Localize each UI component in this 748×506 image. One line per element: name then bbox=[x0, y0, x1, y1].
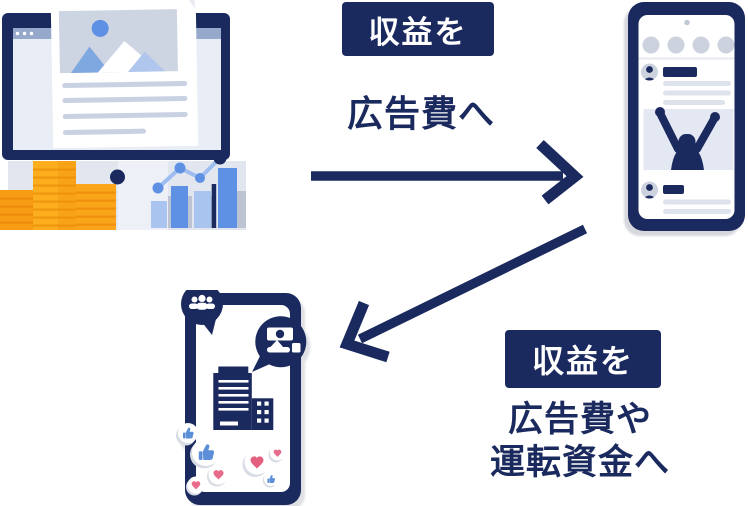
reinvest-caption-line2: 運転資金へ bbox=[489, 442, 670, 482]
post-image bbox=[643, 107, 734, 170]
article-paper bbox=[50, 0, 199, 149]
engagement-icons bbox=[176, 423, 285, 496]
post-text-lines bbox=[663, 199, 731, 214]
thumbs-up-icon bbox=[190, 438, 220, 469]
coin-stack-left bbox=[0, 190, 33, 230]
money-hand-icon bbox=[267, 327, 301, 353]
building-icon bbox=[213, 366, 274, 430]
browser-dots-icon bbox=[15, 31, 34, 36]
reinvest-caption: 広告費や 運転資金へ bbox=[450, 399, 710, 484]
avatar-icon bbox=[641, 181, 658, 199]
mountains-icon bbox=[70, 41, 165, 73]
thumbs-up-icon bbox=[262, 472, 278, 488]
avatar-icon bbox=[641, 63, 658, 81]
thumbs-up-icon bbox=[176, 423, 198, 446]
article-text-lines bbox=[62, 80, 188, 136]
revenue-badge-bottom: 収益を bbox=[505, 330, 661, 388]
camera-dot-icon bbox=[684, 19, 690, 26]
feed-post bbox=[641, 63, 734, 170]
coins-icon bbox=[0, 161, 116, 230]
revenue-badge-top: 収益を bbox=[342, 2, 494, 56]
article-image-icon bbox=[58, 9, 178, 74]
coin-stack-right bbox=[76, 184, 116, 230]
line-chart-icon bbox=[152, 151, 227, 194]
decor-dot bbox=[110, 169, 125, 185]
sun-icon bbox=[91, 19, 109, 37]
business-phone-illustration bbox=[176, 290, 307, 505]
feed-post bbox=[641, 181, 731, 214]
right-arrow bbox=[311, 139, 584, 205]
sns-feed-phone-illustration bbox=[628, 2, 745, 231]
stories-row bbox=[642, 36, 735, 54]
people-icon bbox=[189, 294, 215, 310]
post-text-lines bbox=[663, 81, 731, 105]
money-bubble bbox=[252, 316, 307, 372]
celebrating-person-icon bbox=[655, 107, 720, 170]
heart-icon bbox=[268, 445, 285, 463]
post-username-bar bbox=[663, 185, 684, 194]
monitor-illustration bbox=[0, 0, 246, 230]
feed-divider bbox=[638, 57, 735, 60]
coin-stack-middle bbox=[33, 161, 76, 230]
paper-corner-fold bbox=[186, 0, 195, 9]
post-username-bar bbox=[663, 67, 697, 77]
followers-bubble bbox=[181, 290, 223, 335]
reinvest-caption-line1: 広告費や bbox=[507, 400, 652, 439]
ad-spend-caption: 広告費へ bbox=[346, 93, 495, 134]
heart-icon bbox=[242, 449, 270, 477]
bar-chart-icon bbox=[151, 168, 246, 228]
heart-icon bbox=[207, 464, 229, 487]
heart-icon bbox=[186, 476, 205, 496]
